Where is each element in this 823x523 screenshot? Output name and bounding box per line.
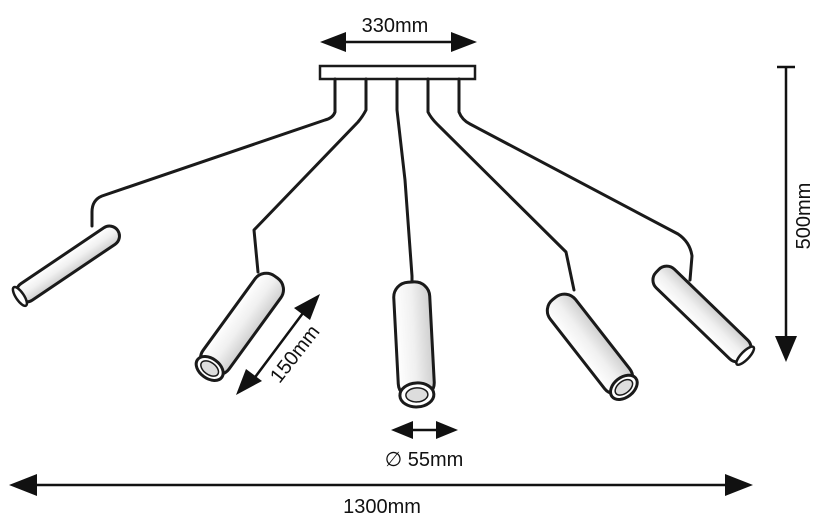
shade-length-label: 150mm <box>266 321 324 387</box>
canopy-width-label: 330mm <box>362 15 429 37</box>
total-width-label: 1300mm <box>343 496 421 518</box>
dimension-total-width: 1300mm <box>9 474 753 518</box>
lamp-shade-5 <box>651 264 756 366</box>
lamp-arms <box>90 88 694 292</box>
lamp-shade-3 <box>392 280 436 409</box>
lamp-shade-2 <box>194 271 285 382</box>
arm-far-right <box>457 88 694 282</box>
arm-right <box>426 88 576 292</box>
lamp-shade-4 <box>545 292 639 401</box>
height-label: 500mm <box>793 183 815 250</box>
shade-diameter-label: ∅ 55mm <box>385 449 464 471</box>
arm-far-left <box>90 88 337 228</box>
arm-left <box>252 88 368 274</box>
dimension-height: 500mm <box>775 65 815 362</box>
dimension-shade-diameter: ∅ 55mm <box>385 421 464 471</box>
arm-center <box>395 88 414 288</box>
lamp-shade-1 <box>11 224 121 308</box>
dimension-canopy-width: 330mm <box>320 15 477 52</box>
